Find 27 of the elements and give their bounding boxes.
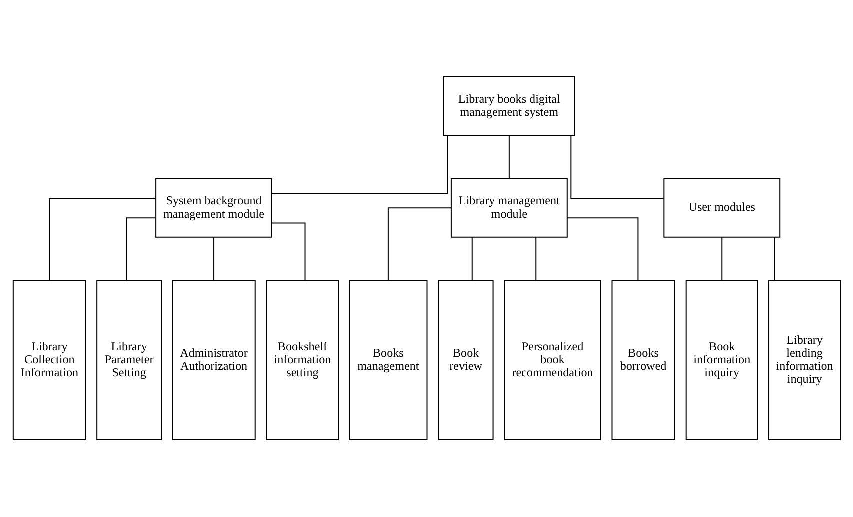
- node-box: System background management module: [155, 178, 272, 238]
- connector: [774, 237, 775, 280]
- node-box: Library Collection Information: [12, 280, 86, 440]
- connector: [566, 218, 638, 281]
- node-box: Library books digital management system: [442, 76, 575, 136]
- node-box: Bookshelf information setting: [266, 280, 339, 440]
- node-box: Library lending information inquiry: [768, 280, 841, 440]
- connector: [126, 218, 156, 281]
- connector: [535, 237, 536, 280]
- connector: [721, 237, 722, 280]
- connector: [508, 136, 510, 179]
- connector: [272, 222, 306, 281]
- connector: [272, 136, 448, 194]
- node-box: Book information inquiry: [685, 280, 758, 440]
- node-box: Book review: [438, 280, 494, 440]
- connector: [48, 198, 156, 281]
- connector: [213, 237, 214, 280]
- connector: [570, 136, 664, 200]
- node-box: Books management: [348, 280, 428, 440]
- connector: [471, 237, 472, 280]
- node-box: Library management module: [450, 178, 568, 238]
- node-box: Personalized book recommendation: [504, 280, 601, 440]
- node-box: Library Parameter Setting: [96, 280, 162, 440]
- node-box: Administrator Authorization: [172, 280, 256, 440]
- node-box: User modules: [663, 178, 780, 238]
- node-box: Books borrowed: [611, 280, 675, 440]
- connector: [387, 208, 451, 281]
